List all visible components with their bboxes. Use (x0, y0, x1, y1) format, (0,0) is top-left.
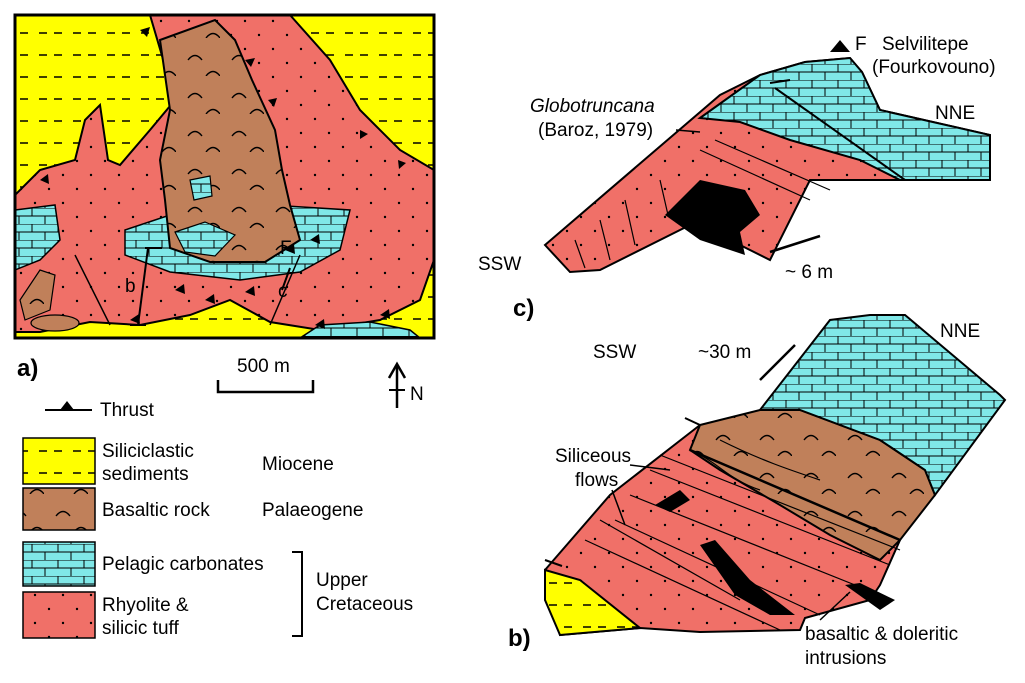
map-frame (13, 13, 436, 340)
map-scale-bar: 500 m (216, 356, 315, 394)
legend-swatch-siliciclastic (22, 437, 96, 485)
section-c-bedding (574, 139, 831, 269)
legend-swatch-rhyolite (22, 591, 96, 639)
section-c-carbonate (697, 56, 991, 181)
panel-b-letter: b) (508, 625, 531, 652)
map-thrust-teeth (40, 27, 406, 329)
section-b-contact (689, 448, 901, 542)
legend-item-0-name2: sediments (102, 464, 189, 485)
section-c-site: Selvilitepe (882, 34, 969, 55)
legend-item-0-age: Miocene (262, 454, 334, 475)
map-fault (74, 254, 111, 326)
section-c-ref: (Baroz, 1979) (538, 120, 653, 141)
legend-item-3-name: Rhyolite & (102, 595, 189, 616)
map-carbonate-window (174, 221, 237, 257)
map-fault-2 (269, 254, 301, 326)
section-b-intrusion-3 (845, 583, 895, 610)
section-b-scale-bar (759, 344, 796, 381)
section-b-thrust-lower (544, 559, 563, 567)
map-basalt-lens-2 (30, 314, 80, 332)
section-c-thrust (774, 87, 906, 181)
section-c-f: F (855, 34, 867, 55)
section-b-siliciclastic (544, 568, 643, 637)
section-b-carbonate (757, 314, 1007, 498)
section-c: F Selvilitepe (Fourkovouno) NNE Globotru… (478, 34, 996, 322)
section-b-nne: NNE (940, 321, 980, 342)
section-b-intrusion-1 (655, 490, 690, 512)
map-panel: b c F (13, 13, 436, 340)
section-b-intrusion-2 (700, 540, 795, 615)
section-line-b (137, 247, 149, 326)
section-c-scale: ~ 6 m (785, 262, 833, 283)
north-label: N (410, 384, 424, 405)
triangle-f-icon (830, 40, 850, 52)
north-arrow-icon: N (387, 361, 424, 408)
legend-swatch-basalt (22, 487, 96, 531)
map-label-b: b (125, 276, 136, 297)
map-basalt (158, 18, 302, 263)
legend-cretaceous: Cretaceous (316, 594, 413, 615)
section-b-scale: ~30 m (698, 342, 751, 363)
section-c-ssw: SSW (478, 254, 521, 275)
section-c-site-alt: (Fourkovouno) (872, 57, 996, 78)
section-b-thrust-upper (684, 417, 701, 426)
legend-thrust-label: Thrust (100, 400, 155, 421)
legend-item-3-name2: silicic tuff (102, 618, 179, 639)
section-b-ssw: SSW (593, 342, 636, 363)
map-carbonate-window-2 (189, 175, 213, 201)
panel-a-letter: a) (17, 355, 38, 382)
legend-item-1-name: Basaltic rock (102, 500, 210, 521)
section-line-c (281, 267, 291, 291)
section-b-flows-2: flows (575, 470, 618, 491)
map-label-c: c (278, 281, 288, 302)
section-c-scale-bar (769, 234, 821, 254)
map-label-f: F (280, 238, 292, 259)
legend-item-2-name: Pelagic carbonates (102, 554, 264, 575)
map-scale-label: 500 m (237, 356, 290, 377)
section-c-nne: NNE (935, 103, 975, 124)
legend-item-1-age: Palaeogene (262, 500, 363, 521)
section-b: SSW NNE ~30 m Siliceous flows basaltic &… (508, 314, 1007, 669)
legend-swatch-carbonate (22, 541, 96, 587)
legend-bracket (292, 551, 303, 637)
legend-item-0-name: Siliciclastic (102, 441, 194, 462)
map-basalt-lens (19, 269, 56, 321)
legend-upper: Upper (316, 570, 368, 591)
section-c-fossil: Globotruncana (530, 96, 655, 117)
map-carbonate-left (15, 204, 61, 271)
legend: Thrust Siliciclastic sediments Miocene B… (22, 400, 413, 639)
section-b-flows-1: Siliceous (555, 446, 631, 467)
section-b-intr-1: basaltic & doleritic (805, 624, 958, 645)
panel-c-letter: c) (513, 295, 534, 322)
section-b-intr-2: intrusions (805, 648, 886, 669)
section-c-intrusion (665, 180, 760, 255)
map-carbonate-bottom (298, 321, 422, 338)
